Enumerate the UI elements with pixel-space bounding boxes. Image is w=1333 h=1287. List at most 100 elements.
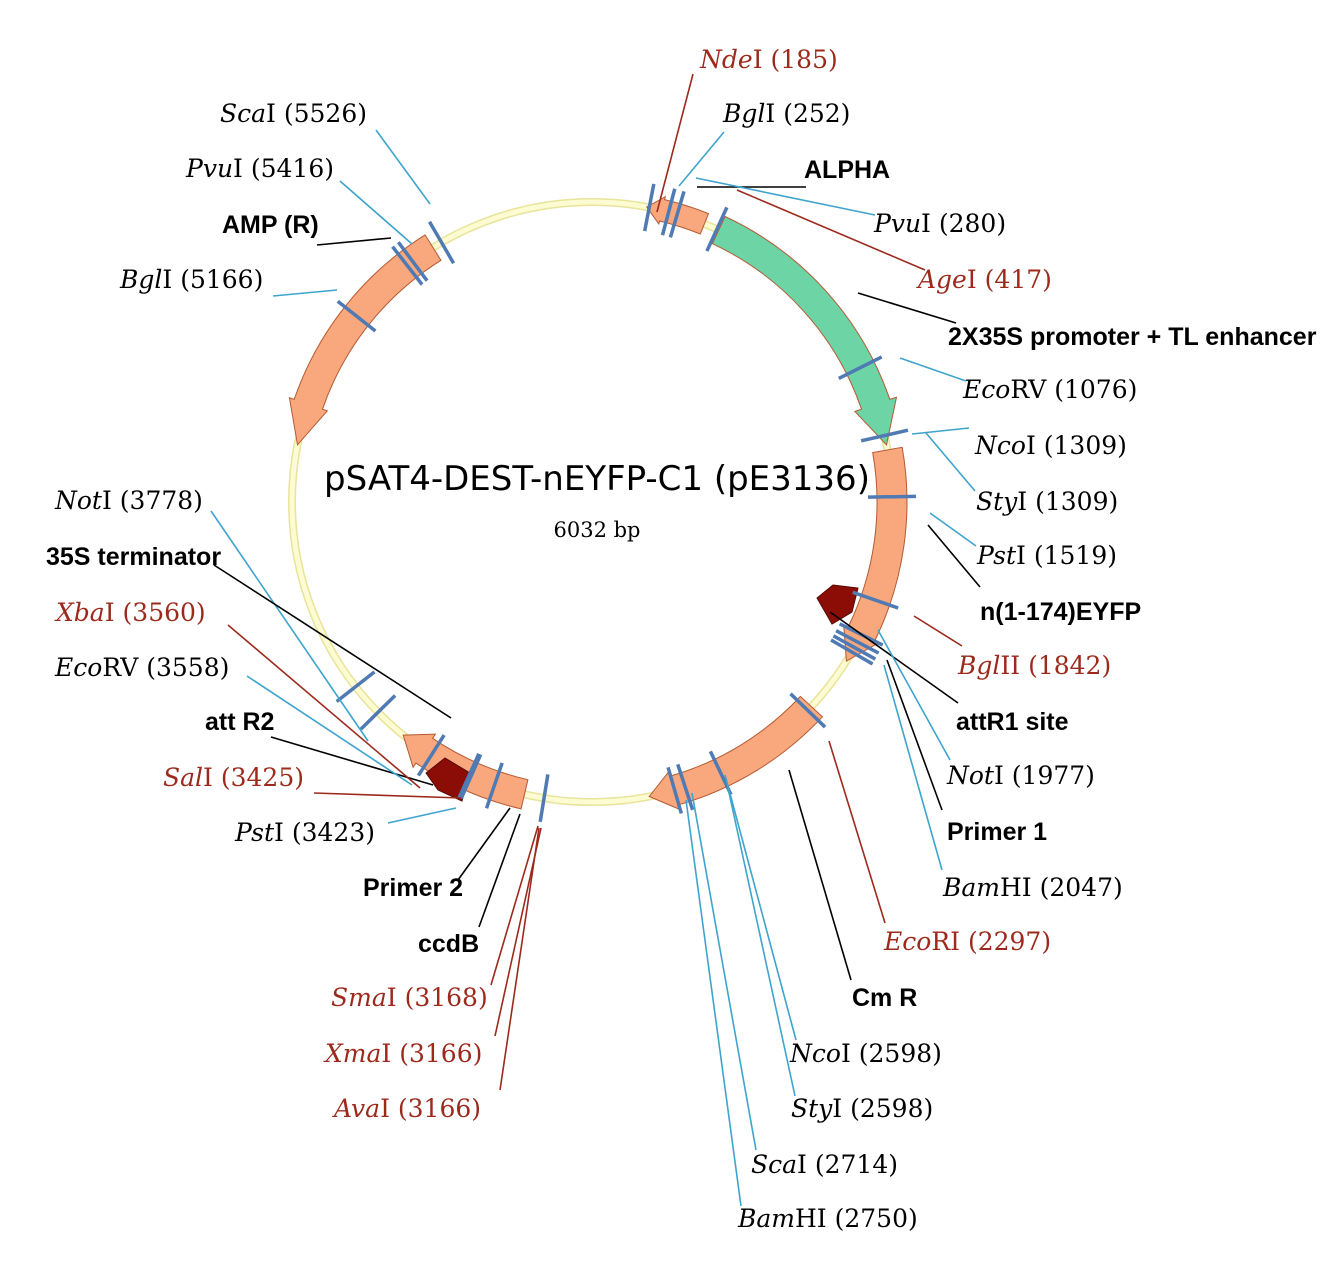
tick-amp (391, 245, 424, 286)
site-label-salI: SalI (3425) (163, 763, 304, 792)
site-label-pstI-3423: PstI (3423) (234, 818, 375, 847)
tick-ndeI (642, 183, 656, 232)
feature-label-cmr: Cm R (852, 984, 917, 1012)
site-label-pstI-1519: PstI (1519) (976, 541, 1117, 570)
leader-primer2 (457, 807, 511, 881)
site-label-bamhi-2750: BamHI (2750) (737, 1204, 918, 1233)
tick-bamhi-2047 (830, 638, 874, 666)
tick-bglI-5166 (336, 299, 377, 333)
tick-bglI-252 (660, 188, 677, 236)
leader-primer1 (886, 659, 943, 811)
feature-label-promoter: 2X35S promoter + TL enhancer (948, 323, 1317, 351)
leader-ccdb (478, 813, 521, 928)
leader-styI-1309 (925, 432, 976, 492)
feature-label-35s-terminator: 35S terminator (46, 543, 221, 571)
leader-avaI (499, 827, 540, 1091)
tick-pvuI-280 (668, 190, 686, 238)
leader-ecori (828, 740, 886, 924)
leader-promoter (857, 292, 957, 324)
leader-notI-3778 (210, 510, 369, 742)
tick-pstI-1519 (867, 494, 916, 499)
site-label-ncoI-1309: NcoI (1309) (974, 431, 1127, 460)
site-label-ecorv-3558: EcoRV (3558) (54, 653, 229, 682)
tick-salI (457, 753, 481, 799)
leader-ecorv-3558 (246, 675, 413, 786)
leader-xmaI (494, 827, 542, 1037)
feature-label-amp: AMP (R) (222, 211, 319, 239)
site-label-pvuI-280: PvuI (280) (873, 209, 1006, 238)
tick-scaI-2714 (676, 763, 695, 811)
leader-ageI (736, 189, 926, 271)
tick-primer1-b (832, 634, 877, 661)
site-label-scaI-2714: ScaI (2714) (751, 1150, 898, 1179)
site-label-ageI: AgeI (417) (916, 265, 1052, 294)
feature-label-primer2: Primer 2 (363, 874, 463, 902)
leader-bglI-252 (678, 131, 725, 187)
site-label-ecori: EcoRI (2297) (883, 927, 1051, 956)
leader-ncoI-1309 (911, 427, 970, 435)
leader-bamhi-2047 (883, 664, 943, 871)
tick-ecorv-1076 (838, 355, 883, 380)
feature-label-primer1: Primer 1 (947, 818, 1047, 846)
site-label-notI-1977: NotI (1977) (946, 761, 1095, 790)
site-label-bglII: BglII (1842) (957, 651, 1111, 680)
tick-primer2 (484, 762, 504, 809)
leader-ecorv-1076 (899, 357, 967, 382)
tick-ageI (705, 206, 729, 252)
eyfp-arrow (843, 446, 908, 662)
tick-primer1-a (835, 629, 880, 655)
feature-label-ccdb: ccdB (418, 930, 479, 958)
leader-pvuI-5416 (339, 180, 413, 245)
leader-notI-1977 (877, 629, 951, 761)
tick-smaI (538, 774, 550, 823)
site-label-ndeI: NdeI (185) (699, 45, 838, 74)
leader-smaI (490, 825, 539, 986)
feature-label-attr2: att R2 (205, 708, 274, 736)
leader-scaI-5526 (375, 129, 431, 205)
plasmid-title: pSAT4-DEST-nEYFP-C1 (pE3136) (324, 459, 870, 499)
leader-amp (316, 237, 392, 246)
amp-arrow (288, 234, 442, 446)
tick-bglII (852, 590, 899, 610)
leader-salI (313, 792, 462, 799)
tick-ecorv-3558 (416, 734, 446, 777)
leader-cmr (788, 769, 852, 981)
leader-pvuI-280 (695, 177, 876, 216)
leader-styI-2598 (727, 787, 796, 1097)
tick-notI-3778 (359, 694, 397, 731)
tick-pvuI-5416 (396, 241, 429, 282)
leader-pstI-1519 (929, 512, 977, 547)
site-label-xmaI: XmaI (3166) (323, 1039, 482, 1068)
site-label-xbaI: XbaI (3560) (54, 598, 206, 627)
site-label-styI-2598: StyI (2598) (791, 1094, 933, 1123)
site-label-avaI: AvaI (3166) (332, 1094, 481, 1123)
site-label-smaI: SmaI (3168) (331, 983, 488, 1012)
tick-35s-terminator (335, 670, 376, 703)
tick-bamhi-2750 (666, 766, 683, 814)
cmr-arrow (648, 695, 824, 811)
feature-label-attr1: attR1 site (956, 708, 1069, 736)
site-label-bglI-5166: BglI (5166) (119, 265, 263, 294)
tick-ecori (789, 692, 827, 729)
site-label-notI-3778: NotI (3778) (54, 486, 203, 515)
site-label-bglI-252: BglI (252) (722, 99, 850, 128)
promoter-arrow (711, 215, 898, 446)
feature-label-alpha: ALPHA (804, 156, 890, 184)
site-label-scaI-5526: ScaI (5526) (220, 99, 367, 128)
leader-ncoI-2598 (724, 774, 797, 1041)
leader-xbaI (227, 624, 421, 789)
site-label-bamhi-2047: BamHI (2047) (942, 873, 1123, 902)
leader-eyfp (927, 524, 981, 588)
leader-ndeI (656, 73, 694, 213)
leader-bglI-5166 (272, 289, 338, 297)
tick-ncoI-1309 (860, 428, 909, 443)
site-label-ncoI-2598: NcoI (2598) (789, 1039, 942, 1068)
feature-label-eyfp: n(1-174)EYFP (980, 598, 1141, 626)
leader-scaI-2714 (691, 792, 757, 1151)
leader-bglII (913, 615, 963, 647)
site-label-styI-1309: StyI (1309) (976, 487, 1118, 516)
tick-pstI-3423 (459, 753, 483, 800)
site-ticks (335, 183, 916, 823)
